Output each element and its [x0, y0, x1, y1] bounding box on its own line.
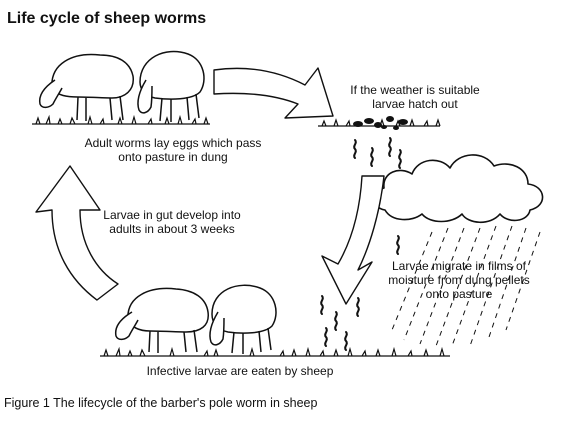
label-hatch: If the weather is suitable larvae hatch … [350, 83, 480, 111]
label-infective: Infective larvae are eaten by sheep [146, 364, 334, 378]
larvae-hatching [353, 137, 402, 169]
arrow-left-up [35, 165, 119, 301]
grass-bottom [100, 346, 450, 357]
rain-cloud [373, 154, 544, 224]
rain-lines [391, 225, 541, 347]
arrow-right-down [321, 175, 385, 305]
sheep-icon-bottom-right [209, 284, 277, 354]
sheep-icon-bottom-left [114, 287, 209, 353]
sheep-icon-top-right [137, 50, 205, 122]
sheep-icon-top-left [38, 53, 134, 121]
label-adult-worms: Adult worms lay eggs which pass onto pas… [84, 136, 262, 164]
grass-top [32, 114, 210, 125]
label-gut-development: Larvae in gut develop into adults in abo… [103, 208, 241, 236]
larvae-migrating [320, 235, 400, 351]
dung-pellets [353, 116, 408, 130]
arrow-top-right [213, 67, 334, 119]
label-migration: Larvae migrate in films of moisture from… [388, 259, 530, 301]
diagram-title: Life cycle of sheep worms [7, 10, 207, 27]
figure-caption: Figure 1 The lifecycle of the barber's p… [4, 396, 318, 410]
